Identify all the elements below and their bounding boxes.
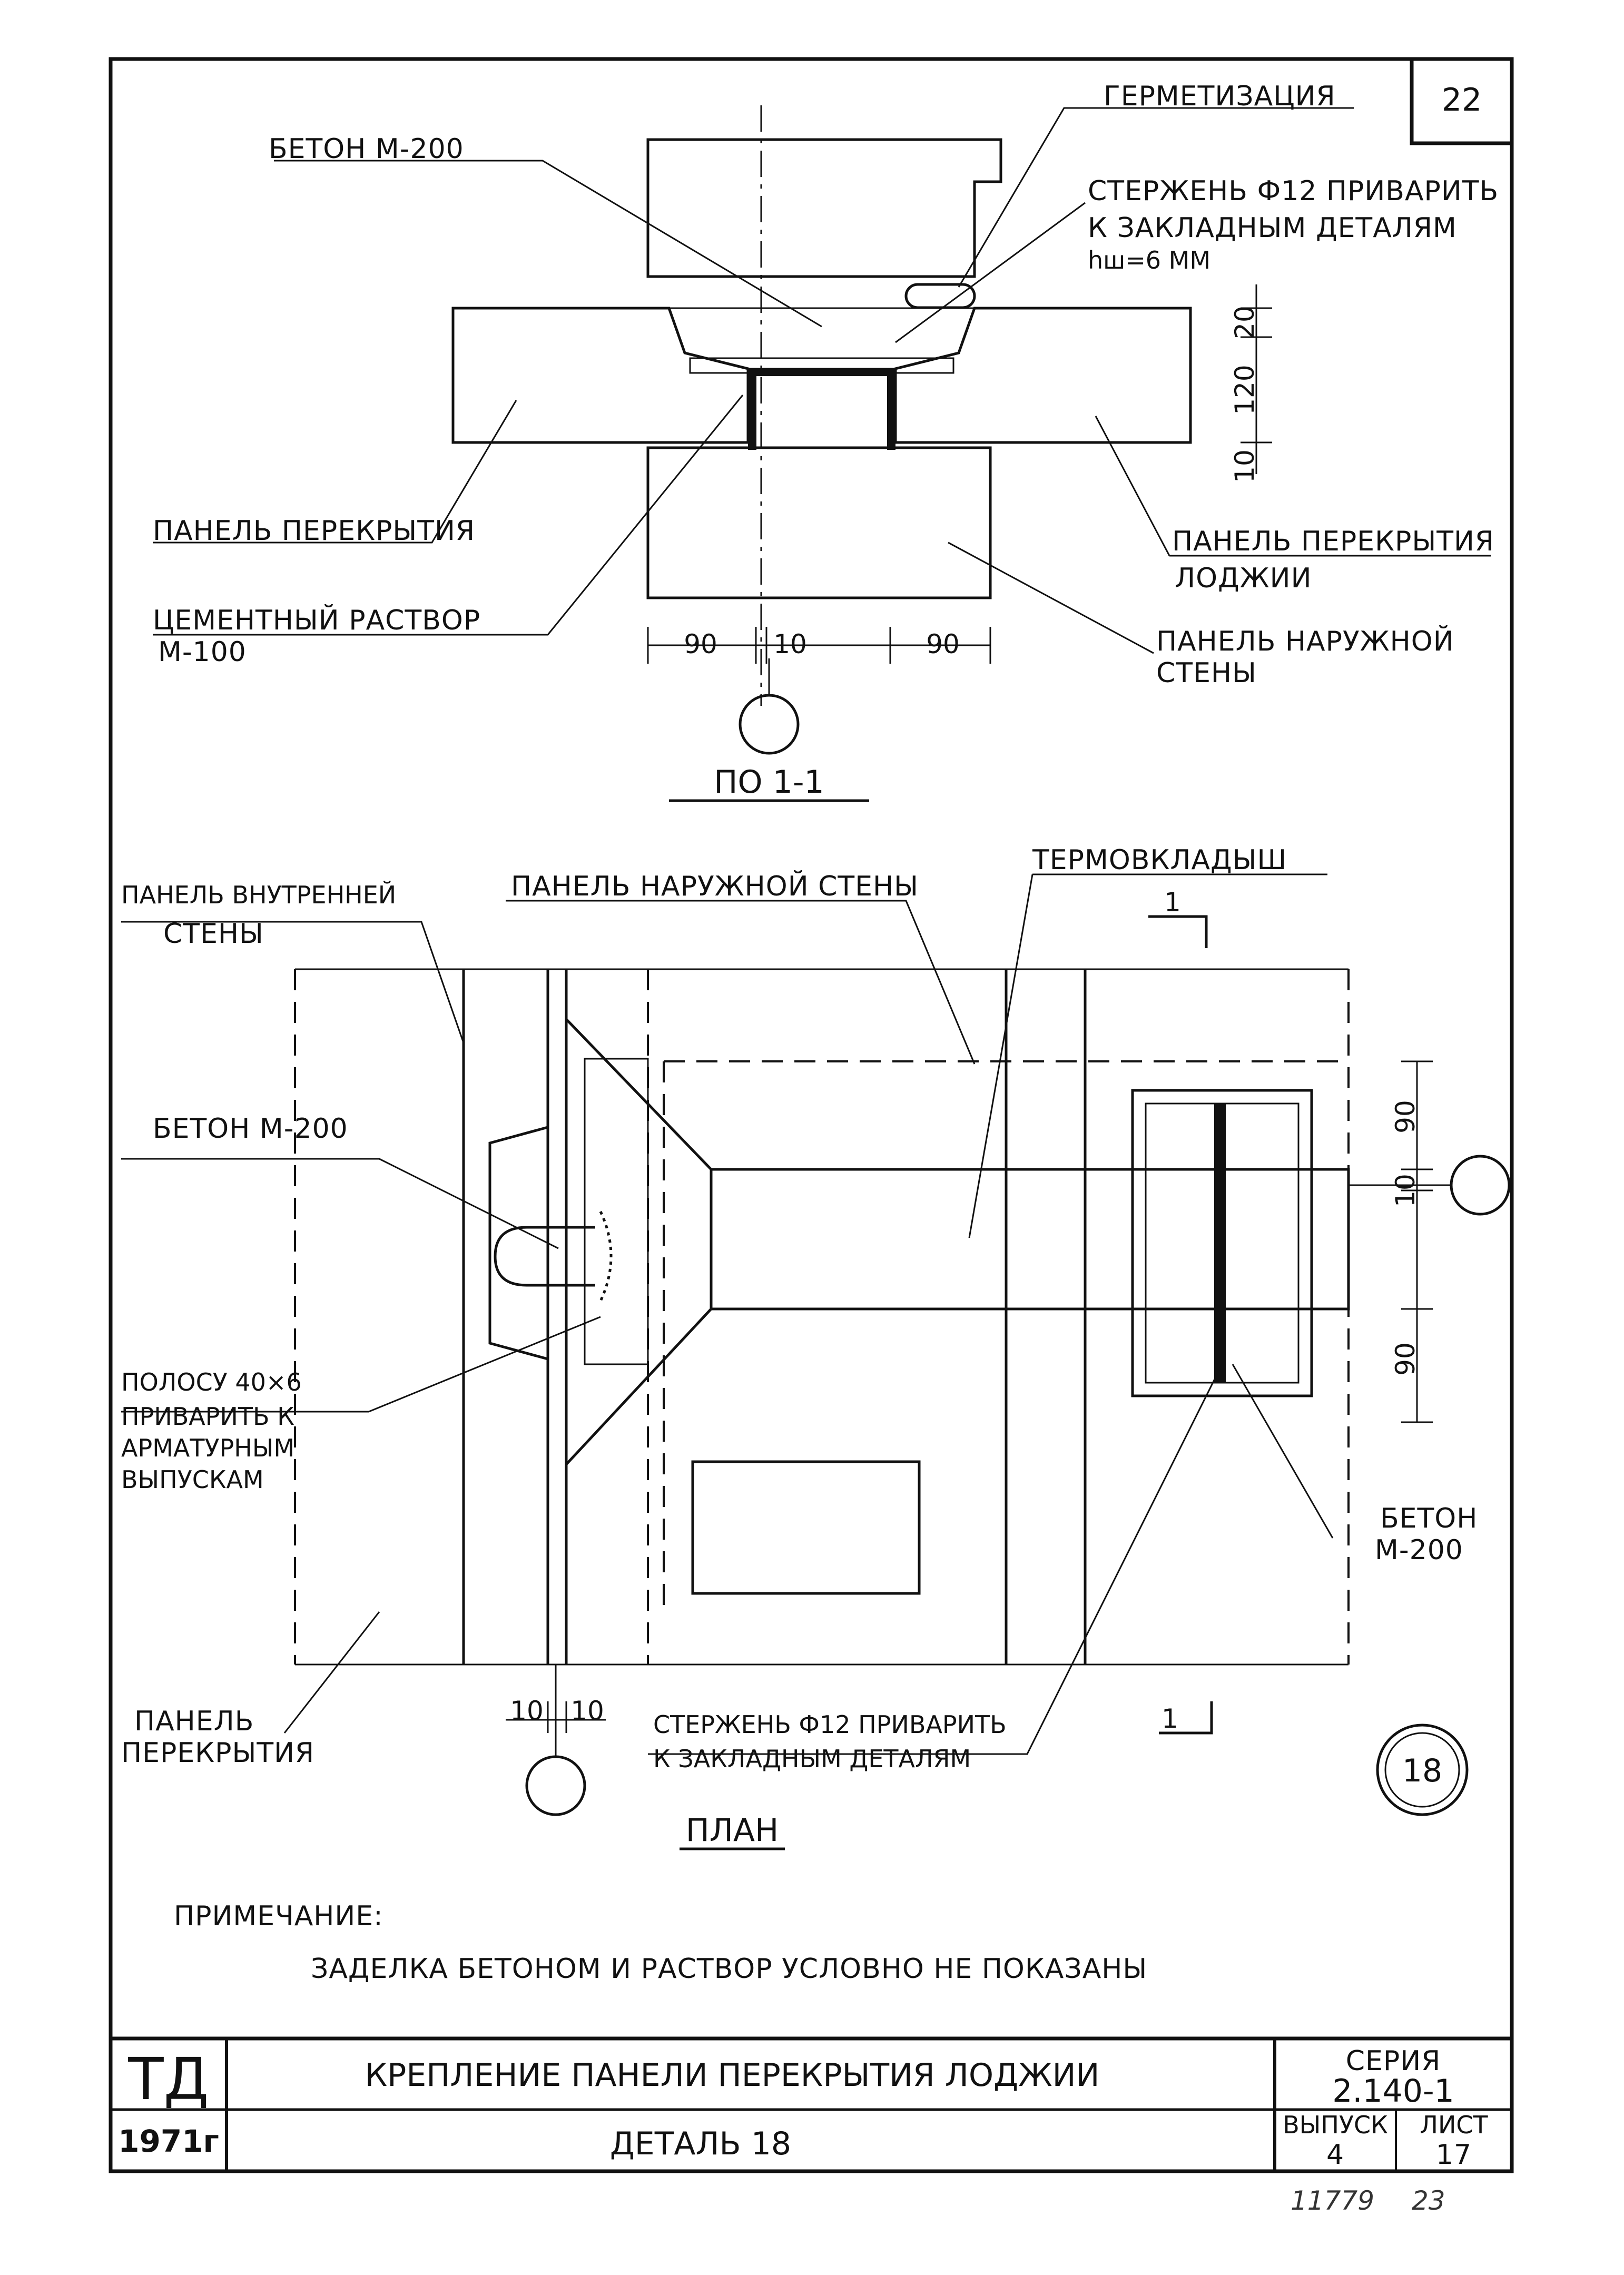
dim-v-120: 120 xyxy=(1229,365,1260,415)
tb-series-value: 2.140-1 xyxy=(1332,2073,1454,2110)
section-mark-bottom: 1 xyxy=(1162,1703,1178,1734)
tb-issue-label: ВЫПУСК xyxy=(1283,2111,1388,2139)
label-strip-2: ПРИВАРИТЬ К xyxy=(121,1402,294,1431)
dim-90-left: 90 xyxy=(684,629,717,659)
label-concrete-top: БЕТОН М-200 xyxy=(269,133,464,165)
label-plan-floor-1: ПАНЕЛЬ xyxy=(134,1706,254,1737)
plan-dim-right-mid: 10 xyxy=(1390,1174,1421,1207)
label-rod-2: К ЗАКЛАДНЫМ ДЕТАЛЯМ xyxy=(1088,212,1457,244)
label-outer-wall-1: ПАНЕЛЬ НАРУЖНОЙ xyxy=(1156,625,1454,657)
label-strip-4: ВЫПУСКАМ xyxy=(121,1465,264,1494)
label-concrete-right-1: БЕТОН xyxy=(1380,1503,1478,1534)
dim-v-10: 10 xyxy=(1229,449,1260,483)
label-floor-panel: ПАНЕЛЬ ПЕРЕКРЫТИЯ xyxy=(153,515,475,547)
label-plan-floor-2: ПЕРЕКРЫТИЯ xyxy=(121,1737,314,1769)
label-outer-wall: ПАНЕЛЬ НАРУЖНОЙ СТЕНЫ xyxy=(511,870,919,902)
tb-title: КРЕПЛЕНИЕ ПАНЕЛИ ПЕРЕКРЫТИЯ ЛОДЖИИ xyxy=(365,2057,1100,2094)
label-plan-rod-2: К ЗАКЛАДНЫМ ДЕТАЛЯМ xyxy=(653,1745,971,1773)
title-block xyxy=(111,2036,1512,2171)
page-number-box: 22 xyxy=(1410,57,1514,145)
note-heading: ПРИМЕЧАНИЕ: xyxy=(174,1900,383,1932)
dim-90-right: 90 xyxy=(926,629,960,659)
label-strip-1: ПОЛОСУ 40×6 xyxy=(121,1368,302,1396)
label-sealing: ГЕРМЕТИЗАЦИЯ xyxy=(1104,81,1336,112)
tb-year: 1971г xyxy=(118,2123,219,2159)
label-loggia-1: ПАНЕЛЬ ПЕРЕКРЫТИЯ xyxy=(1172,526,1494,557)
plan-drawing: 90 10 90 10 10 xyxy=(121,873,1511,1850)
plan-dim-right-top: 90 xyxy=(1390,1100,1421,1134)
label-concrete-left: БЕТОН М-200 xyxy=(153,1113,348,1145)
dim-v-20: 20 xyxy=(1229,306,1260,339)
label-thermal-insert: ТЕРМОВКЛАДЫШ xyxy=(1032,844,1287,876)
dim-10: 10 xyxy=(773,629,807,659)
label-plan-rod-1: СТЕРЖЕНЬ Ф12 ПРИВАРИТЬ xyxy=(653,1710,1007,1739)
tb-code: ТД xyxy=(127,2045,209,2113)
plan-dim-right-bot: 90 xyxy=(1390,1342,1421,1376)
label-strip-3: АРМАТУРНЫМ xyxy=(121,1434,294,1462)
label-inner-wall-1: ПАНЕЛЬ ВНУТРЕННЕЙ xyxy=(121,881,396,909)
section-mark-top: 1 xyxy=(1164,887,1181,918)
section-title: ПО 1-1 xyxy=(714,764,824,801)
label-mortar-1: ЦЕМЕНТНЫЙ РАСТВОР xyxy=(153,604,480,636)
plan-dim-bottom-right: 10 xyxy=(570,1696,604,1726)
label-rod-3: hш=6 ММ xyxy=(1088,246,1210,274)
label-mortar-2: М-100 xyxy=(158,636,247,668)
section-drawing: 90 10 90 20 120 10 xyxy=(153,105,1491,802)
label-outer-wall-2: СТЕНЫ xyxy=(1156,657,1257,689)
label-inner-wall-2: СТЕНЫ xyxy=(163,918,264,950)
note-text: ЗАДЕЛКА БЕТОНОМ И РАСТВОР УСЛОВНО НЕ ПОК… xyxy=(311,1953,1147,1985)
sheet-border xyxy=(109,57,1514,2173)
detail-number: 18 xyxy=(1402,1752,1442,1789)
plan-dim-bottom-left: 10 xyxy=(510,1696,544,1726)
tb-series-label: СЕРИЯ xyxy=(1346,2045,1441,2077)
label-rod-1: СТЕРЖЕНЬ Ф12 ПРИВАРИТЬ xyxy=(1088,175,1499,207)
page-number: 22 xyxy=(1442,82,1482,119)
stamp-page-no: 23 xyxy=(1412,2185,1445,2216)
stamp-series-no: 11779 xyxy=(1291,2185,1374,2216)
label-concrete-right-2: М-200 xyxy=(1375,1534,1463,1566)
tb-issue-value: 4 xyxy=(1326,2139,1344,2171)
plan-title: ПЛАН xyxy=(686,1812,779,1849)
label-loggia-2: ЛОДЖИИ xyxy=(1175,563,1312,594)
tb-subtitle: ДЕТАЛЬ 18 xyxy=(610,2125,791,2162)
tb-sheet-value: 17 xyxy=(1436,2139,1472,2171)
tb-sheet-label: ЛИСТ xyxy=(1420,2111,1488,2139)
